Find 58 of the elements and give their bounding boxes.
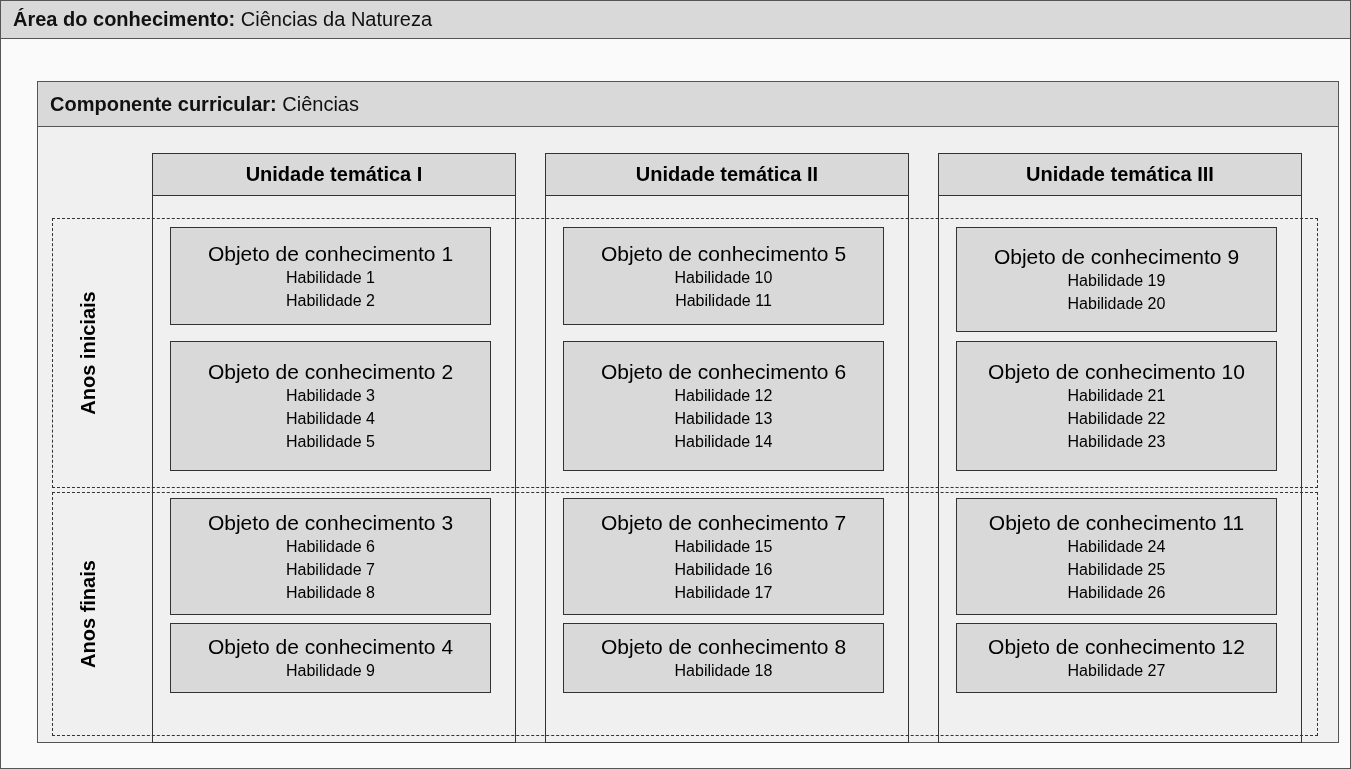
- skill-text: Habilidade 20: [1067, 294, 1166, 314]
- object-box: [170, 227, 491, 325]
- skill-text: Habilidade 25: [1067, 559, 1166, 580]
- object-title: Objeto de conhecimento 2: [207, 359, 454, 384]
- skill-text: Habilidade 1: [286, 267, 375, 288]
- object-box: [170, 498, 491, 615]
- object-title: Objeto de conhecimento 8: [600, 634, 847, 659]
- band-label: Anos iniciais: [77, 291, 100, 415]
- column-header: Unidade temática II: [546, 154, 908, 196]
- header-title: Componente curricular: Ciências: [50, 92, 359, 116]
- column-header: Unidade temática III: [939, 154, 1301, 196]
- object-title: Objeto de conhecimento 10: [988, 359, 1245, 384]
- object-title: Objeto de conhecimento 11: [988, 509, 1245, 535]
- object-box: [563, 498, 884, 615]
- object-title: Objeto de conhecimento 4: [207, 634, 454, 659]
- skill-text: Habilidade 23: [1067, 432, 1166, 452]
- skill-text: Habilidade 5: [286, 432, 375, 452]
- object-box: [956, 623, 1277, 693]
- skill-text: Habilidade 14: [674, 432, 773, 452]
- column-header: Unidade temática I: [153, 154, 515, 196]
- skill-text: Habilidade 19: [1067, 271, 1166, 291]
- skill-text: Habilidade 16: [674, 559, 773, 580]
- skill-text: Habilidade 26: [1067, 582, 1166, 603]
- skill-text: Habilidade 13: [674, 409, 773, 429]
- skill-text: Habilidade 7: [286, 559, 375, 580]
- object-box: [563, 227, 884, 325]
- skill-text: Habilidade 3: [286, 386, 375, 406]
- object-box: [170, 623, 491, 693]
- skill-text: Habilidade 4: [286, 409, 375, 429]
- object-title: Objeto de conhecimento 3: [207, 509, 454, 535]
- skill-text: Habilidade 2: [286, 290, 375, 311]
- skill-text: Habilidade 8: [286, 582, 375, 603]
- skill-text: Habilidade 22: [1067, 409, 1166, 429]
- skill-text: Habilidade 6: [286, 536, 375, 557]
- skill-text: Habilidade 12: [674, 386, 773, 406]
- object-box: [956, 227, 1277, 332]
- object-box: [170, 341, 491, 471]
- object-title: Objeto de conhecimento 9: [993, 244, 1240, 269]
- skill-text: Habilidade 27: [1067, 661, 1166, 681]
- skill-text: Habilidade 9: [286, 661, 375, 681]
- object-title: Objeto de conhecimento 12: [988, 634, 1245, 659]
- object-title: Objeto de conhecimento 7: [600, 509, 847, 535]
- object-title: Objeto de conhecimento 5: [600, 240, 847, 266]
- skill-text: Habilidade 18: [674, 661, 773, 681]
- object-box: [956, 341, 1277, 471]
- skill-text: Habilidade 24: [1067, 536, 1166, 557]
- skill-text: Habilidade 10: [674, 267, 773, 288]
- object-box: [563, 623, 884, 693]
- skill-text: Habilidade 17: [674, 582, 773, 603]
- object-box: [563, 341, 884, 471]
- skill-text: Habilidade 21: [1067, 386, 1166, 406]
- skill-text: Habilidade 11: [675, 290, 772, 311]
- band-label: Anos finais: [77, 560, 100, 668]
- skill-text: Habilidade 15: [674, 536, 773, 557]
- object-title: Objeto de conhecimento 1: [207, 240, 454, 266]
- object-box: [956, 498, 1277, 615]
- object-title: Objeto de conhecimento 6: [600, 359, 847, 384]
- header-title: Área do conhecimento: Ciências da Natureza: [13, 8, 433, 31]
